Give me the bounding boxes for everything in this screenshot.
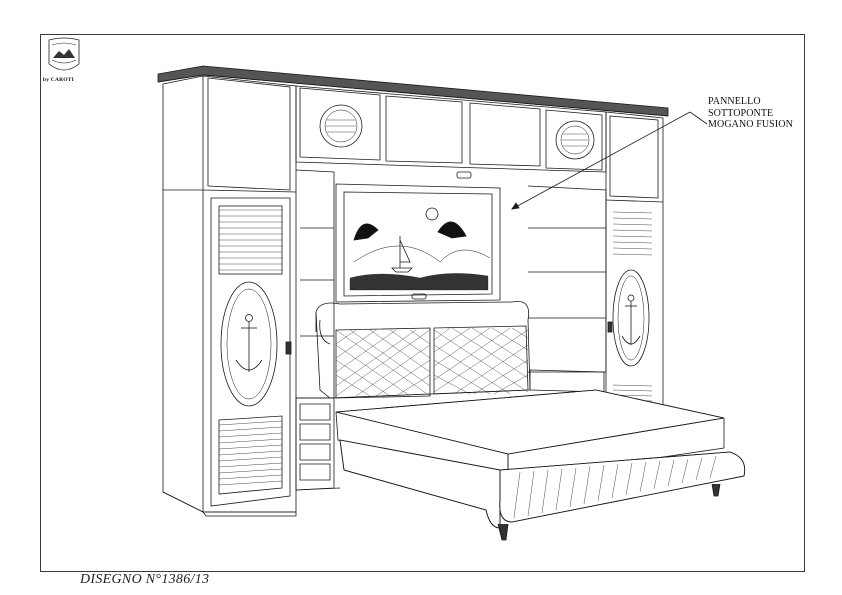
- anchor-icon: [235, 314, 263, 372]
- sailboat-icon: [391, 236, 413, 273]
- headboard: [315, 301, 531, 399]
- callout-label: PANNELLO SOTTOPONTE MOGANO FUSION: [708, 96, 793, 131]
- porthole-icon: [555, 120, 595, 160]
- right-shelving: [527, 185, 607, 393]
- right-wardrobe: [605, 111, 664, 407]
- sun-icon: [425, 207, 439, 221]
- bed: [335, 389, 746, 541]
- drawing-number: DISEGNO N°1386/13: [80, 572, 210, 587]
- callout-leader-line: [511, 111, 708, 210]
- callout-line-2: SOTTOPONTE: [708, 107, 774, 119]
- brand-logo-icon: [48, 37, 80, 71]
- left-shelving: [295, 169, 335, 491]
- porthole-icon: [319, 104, 363, 148]
- left-wardrobe: [162, 75, 297, 513]
- drawing-frame: [40, 34, 805, 572]
- sottoponte-panel: [335, 183, 501, 303]
- callout-line-1: PANNELLO: [708, 96, 761, 107]
- bridge-cabinets: [295, 85, 607, 179]
- crown-moulding: [157, 65, 669, 117]
- anchor-icon: [621, 294, 641, 345]
- seagull-icon: [353, 221, 467, 241]
- callout-line-3: MOGANO FUSION: [708, 119, 793, 130]
- brand-caption: by CAROTI: [43, 77, 74, 83]
- plinth: [202, 487, 341, 517]
